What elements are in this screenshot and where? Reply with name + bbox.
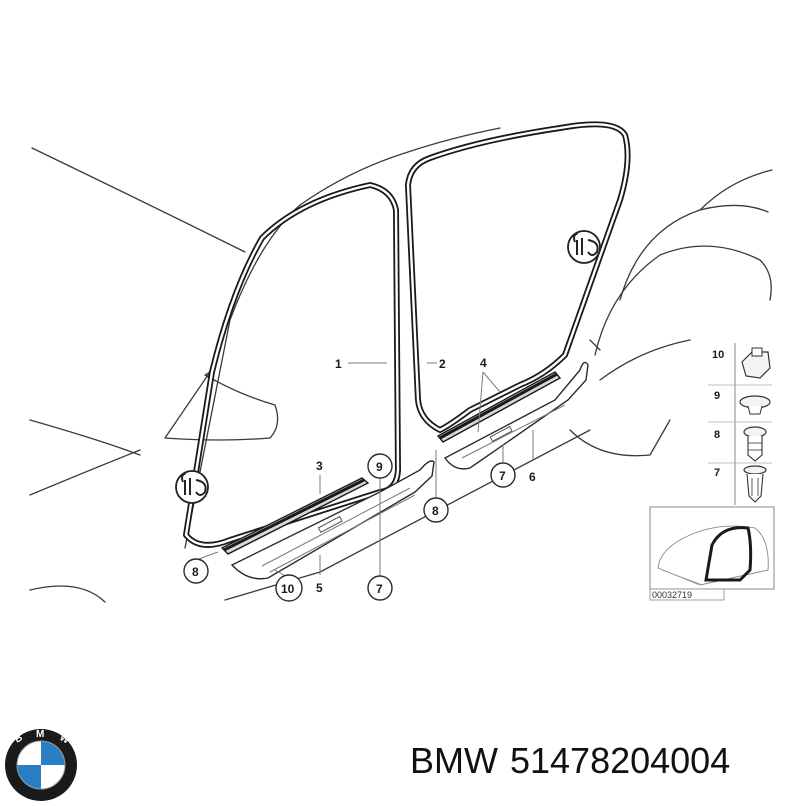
callout-circle: 9 — [367, 453, 393, 479]
rear-entrance-trim — [443, 361, 589, 470]
push-clip-icon — [743, 465, 767, 503]
callout-circle: 8 — [183, 558, 209, 584]
clip-nut-icon — [741, 347, 771, 379]
part-number: 51478204004 — [509, 740, 731, 781]
callout-9: 9 — [376, 460, 383, 474]
callout-8: 8 — [432, 504, 439, 518]
callout-10: 10 — [281, 582, 295, 596]
leader-lines — [195, 362, 534, 579]
callout-circle: 7 — [367, 575, 393, 601]
rear-sill-strip — [436, 371, 562, 443]
legend-num: 10 — [712, 349, 724, 361]
part-caption: BMW 51478204004 — [410, 740, 742, 782]
callout-5: 5 — [316, 581, 323, 595]
overview-inset: 00032719 — [649, 506, 775, 601]
front-sill-strip — [220, 477, 370, 555]
svg-text:B: B — [13, 732, 25, 745]
callout-7: 7 — [376, 582, 383, 596]
drawing-id: 00032719 — [652, 590, 692, 600]
callout-8: 8 — [192, 565, 199, 579]
callout-circle: 7 — [490, 462, 516, 488]
callout-circle: 10 — [275, 574, 303, 602]
rear-door-seal — [405, 121, 631, 433]
legend-num: 9 — [714, 390, 720, 402]
brand-name: BMW — [410, 740, 498, 781]
callout-6: 6 — [529, 470, 536, 484]
callout-7: 7 — [499, 469, 506, 483]
callout-4: 4 — [480, 356, 487, 370]
bmw-logo: B M W — [5, 729, 77, 801]
callout-circle: 8 — [423, 497, 449, 523]
seal-clip-icon — [175, 470, 209, 504]
callout-2: 2 — [439, 357, 446, 371]
legend-num: 8 — [714, 429, 720, 441]
expanding-rivet-icon — [743, 426, 767, 462]
round-plug-icon — [739, 395, 771, 415]
seal-clip-icon — [567, 230, 601, 264]
callout-3: 3 — [316, 459, 323, 473]
front-entrance-trim — [230, 460, 435, 580]
fastener-legend: 10 9 8 7 — [708, 343, 772, 505]
legend-num: 7 — [714, 467, 720, 479]
svg-text:M: M — [36, 729, 44, 740]
callout-1: 1 — [335, 357, 342, 371]
